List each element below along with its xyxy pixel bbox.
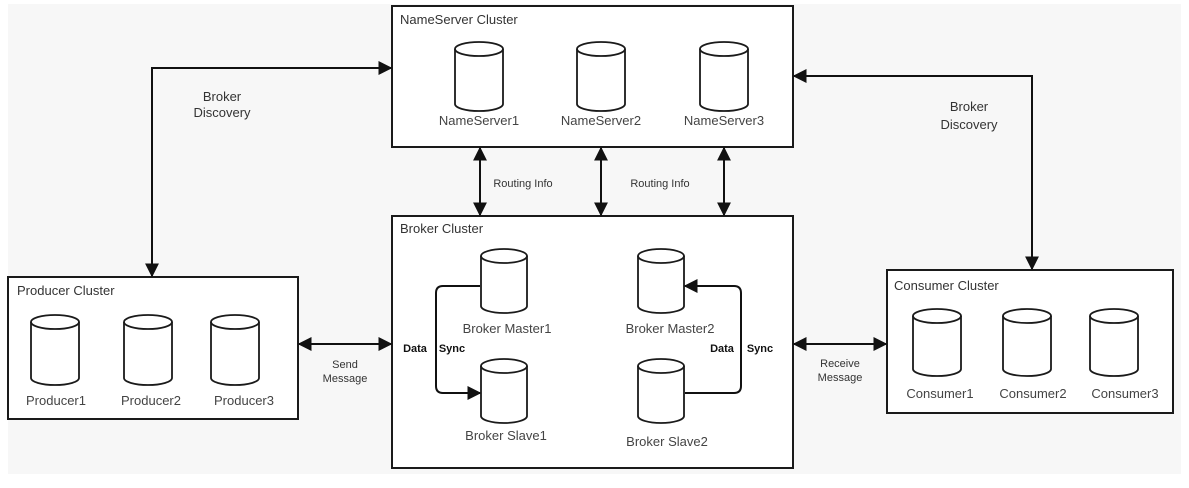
nameserver-node-3: NameServer3 (684, 41, 764, 128)
consumer-node-2-label: Consumer2 (999, 386, 1066, 401)
broker-master-2-label: Broker Master2 (626, 321, 715, 336)
producer-node-2: Producer2 (121, 314, 181, 408)
routing-info-label-1: Routing Info (493, 178, 552, 190)
broker-master-2-node: Broker Master2 (626, 248, 715, 336)
broker-discovery-left-label-line1: Broker (203, 89, 242, 104)
broker-discovery-right-label-line1: Broker (950, 99, 989, 114)
consumer-node-1: Consumer1 (906, 308, 974, 401)
data-sync-left-label-1: Data (403, 343, 428, 355)
producer-cluster-title: Producer Cluster (17, 283, 115, 298)
routing-info-label-2: Routing Info (630, 178, 689, 190)
nameserver-node-2-label: NameServer2 (561, 113, 641, 128)
data-sync-right-edge (683, 279, 742, 394)
producer-node-3-label: Producer3 (214, 393, 274, 408)
broker-cluster-box (391, 215, 794, 469)
nameserver-node-1-label: NameServer1 (439, 113, 519, 128)
consumer-node-3: Consumer3 (1089, 308, 1159, 401)
consumer-node-1-label: Consumer1 (906, 386, 973, 401)
nameserver-node-1: NameServer1 (439, 41, 519, 128)
consumer-node-2: Consumer2 (999, 308, 1067, 401)
data-sync-right-label-2: Sync (747, 343, 773, 355)
consumer-cluster-title: Consumer Cluster (894, 278, 999, 293)
send-message-label-line2: Message (323, 373, 368, 385)
broker-slave-2-label: Broker Slave2 (626, 434, 708, 449)
consumer-discovery-edge (792, 69, 1039, 271)
nameserver-cluster-title: NameServer Cluster (400, 12, 518, 27)
broker-slave-2-node: Broker Slave2 (626, 358, 708, 449)
producer-node-1-label: Producer1 (26, 393, 86, 408)
consumer-node-3-label: Consumer3 (1091, 386, 1158, 401)
producer-discovery-edge (145, 61, 393, 278)
broker-slave-1-node: Broker Slave1 (465, 358, 547, 443)
data-sync-left-label-2: Sync (439, 343, 465, 355)
nameserver-node-2: NameServer2 (561, 41, 641, 128)
broker-master-1-label: Broker Master1 (463, 321, 552, 336)
data-sync-right-label-1: Data (710, 343, 735, 355)
broker-discovery-left-label-line2: Discovery (193, 105, 251, 120)
data-sync-left-edge (435, 285, 482, 400)
producer-node-3: Producer3 (210, 314, 274, 408)
broker-cluster-title: Broker Cluster (400, 221, 484, 236)
receive-message-label-line1: Receive (820, 358, 860, 370)
producer-node-2-label: Producer2 (121, 393, 181, 408)
receive-message-label-line2: Message (818, 372, 863, 384)
nameserver-node-3-label: NameServer3 (684, 113, 764, 128)
broker-discovery-right-label-line2: Discovery (940, 117, 998, 132)
producer-node-1: Producer1 (26, 314, 86, 408)
broker-master-1-node: Broker Master1 (463, 248, 552, 336)
send-message-label-line1: Send (332, 359, 358, 371)
broker-slave-1-label: Broker Slave1 (465, 428, 547, 443)
